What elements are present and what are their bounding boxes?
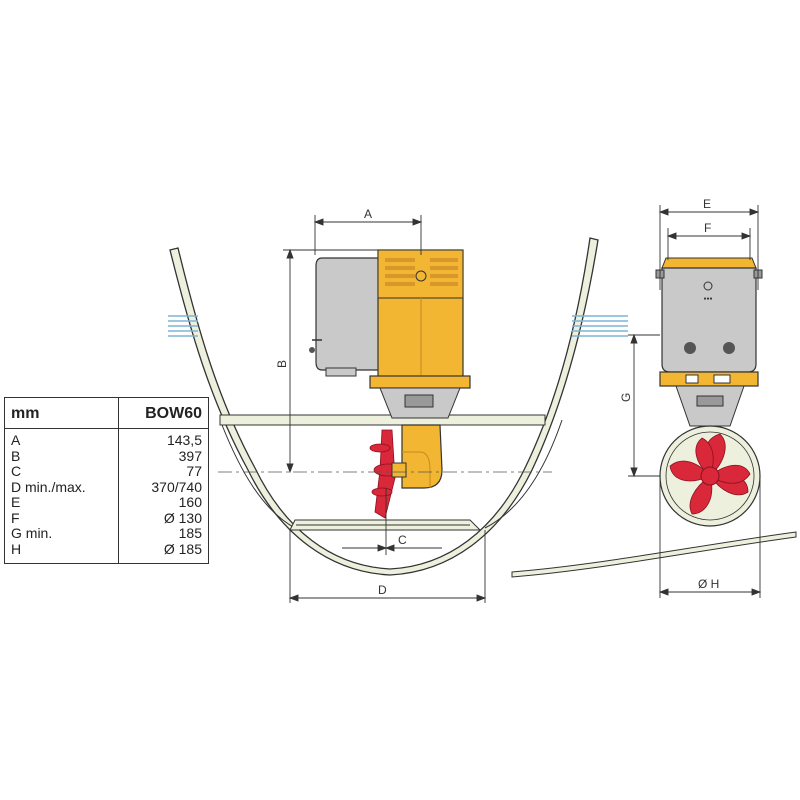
spec-label: G min. [11, 525, 53, 541]
spec-value: 160 [117, 494, 209, 511]
spec-header-unit: mm [4, 397, 118, 429]
thruster-side-view [309, 249, 471, 519]
spec-value: 77 [117, 463, 209, 480]
spec-value: 397 [117, 448, 209, 464]
hull-outline [169, 237, 599, 576]
table-row: D min./max. 370/740 [5, 478, 209, 495]
spec-value: 185 [117, 525, 209, 542]
dimension-label-h: Ø H [698, 577, 719, 591]
spec-value: Ø 130 [117, 510, 209, 526]
dimension-label-a: A [364, 207, 372, 221]
table-row: A 143,5 [5, 428, 209, 449]
front-flange [659, 371, 759, 387]
spec-value: Ø 185 [117, 541, 209, 564]
dimension-b [283, 248, 378, 474]
dimension-g [628, 333, 660, 478]
spec-table-header: mm BOW60 [4, 397, 209, 429]
table-row: F Ø 130 [5, 509, 209, 526]
dimension-c [342, 488, 442, 555]
front-control-box [661, 267, 757, 373]
dimension-label-e: E [703, 197, 711, 211]
water-level-right [572, 315, 628, 337]
spec-label: B [11, 447, 21, 464]
dimension-label-c: C [398, 533, 407, 547]
hull-front-line [511, 531, 797, 578]
dimension-a [313, 215, 423, 255]
dimension-d [288, 530, 487, 603]
propeller-front [669, 433, 751, 515]
motor-vents [385, 258, 458, 286]
dimension-label-d: D [378, 583, 387, 597]
spec-label: A [11, 432, 21, 448]
front-motor-cap [661, 257, 757, 269]
table-row: E 160 [5, 494, 209, 511]
spec-label: C [11, 463, 22, 479]
dimension-label-b: B [275, 360, 289, 368]
table-row: C 77 [5, 463, 209, 480]
control-box [315, 257, 381, 371]
table-row: B 397 [5, 447, 209, 464]
dimension-e [658, 205, 760, 290]
motor-flange [369, 375, 471, 389]
table-row: G min. 185 [5, 525, 209, 542]
spec-label: H [11, 540, 22, 557]
dimension-label-g: G [619, 393, 633, 402]
spec-table: mm BOW60 A 143,5 B 397 C 77 D min./max. … [4, 397, 209, 564]
gear-leg [401, 424, 443, 489]
hull-inner-line [221, 419, 563, 529]
spec-value: 143,5 [117, 428, 209, 449]
dimension-label-f: F [704, 221, 711, 235]
water-level-left [168, 315, 198, 337]
hull-upper-floor [219, 414, 546, 426]
dimension-f [666, 228, 752, 260]
thruster-front-view: ●●● [655, 257, 763, 527]
table-row: H Ø 185 [5, 540, 209, 564]
spec-label: E [11, 494, 21, 510]
spec-value: 370/740 [117, 479, 209, 495]
spec-label: F [11, 509, 20, 526]
dimension-h [658, 476, 762, 598]
spec-header-model: BOW60 [117, 397, 209, 429]
hull-side-view [169, 237, 599, 576]
spec-label: D min./max. [11, 478, 86, 495]
svg-text:●●●: ●●● [703, 296, 712, 302]
